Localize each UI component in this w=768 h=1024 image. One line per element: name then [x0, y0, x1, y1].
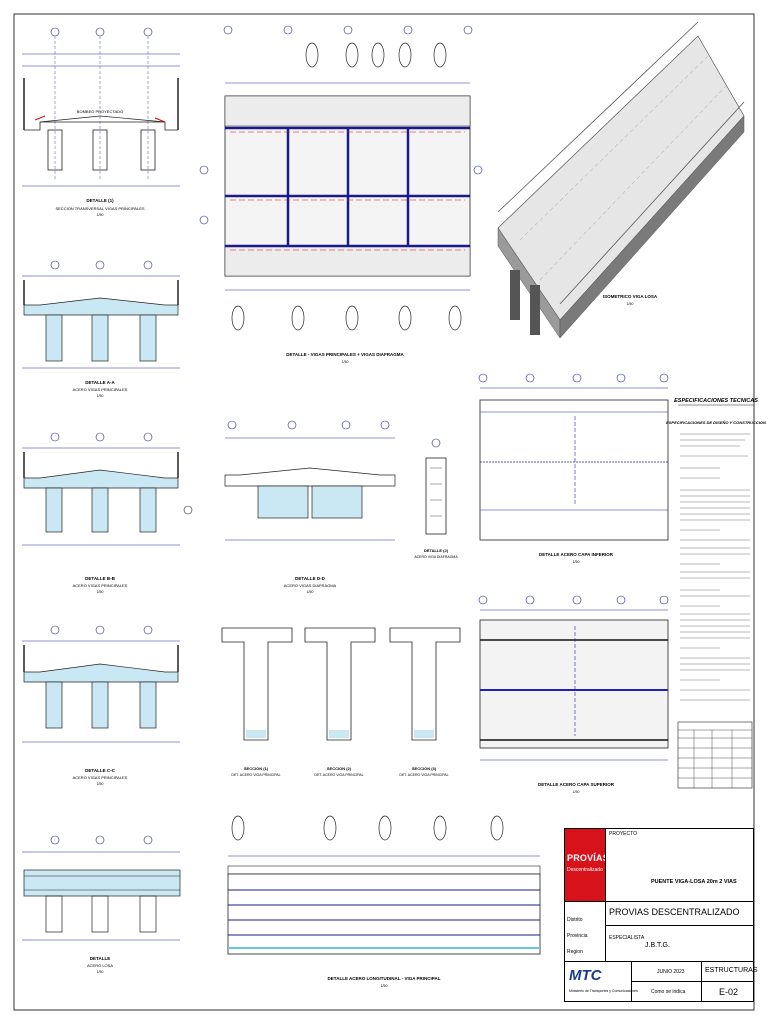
sec2-subtitle: DET. ACERO VIGA PRINCIPAL: [314, 773, 363, 777]
detail-1-scale: 1/50: [97, 213, 104, 217]
detail-losa-scale: 1/50: [97, 970, 104, 974]
plan-vigas-principales: DETALLE - VIGAS PRINCIPALES + VIGAS DIAF…: [199, 25, 483, 364]
detail-1-cross-section: BOMBEO PROYECTADO DETALLE (1) SECCION TR…: [22, 27, 180, 217]
sec3-title: SECCION (3): [412, 766, 437, 771]
detail-1-subtitle: SECCION TRANSVERSAL VIGAS PRINCIPALES: [55, 206, 144, 211]
escala: Como se indica: [651, 989, 686, 995]
detail-1-top-label: BOMBEO PROYECTADO: [77, 109, 123, 114]
detail-diafragma-small: DETALLE (2) ACERO VIGA DIAFRAGMA: [414, 438, 458, 559]
sec2-title: SECCION (2): [327, 766, 352, 771]
detail-losa: DETALLE ACERO LOSA 1/50: [22, 835, 181, 974]
diaph-title: DETALLE D-D: [295, 576, 325, 581]
long-title: DETALLE ACERO LONGITUDINAL - VIGA PRINCI…: [328, 976, 441, 981]
detail-longitudinal: DETALLE ACERO LONGITUDINAL - VIGA PRINCI…: [227, 815, 541, 988]
discipline: ESTRUCTURAS: [705, 967, 758, 974]
specs-panel: ESPECIFICACIONES TECNICAS ESPECIFICACION…: [666, 398, 766, 789]
inferior-scale: 1/50: [573, 560, 580, 564]
sec1-subtitle: DET. ACERO VIGA PRINCIPAL: [231, 773, 280, 777]
detail-b-b-subtitle: ACERO VIGAS PRINCIPALES: [73, 583, 128, 588]
especialista-name: J.B.T.G.: [645, 942, 670, 949]
isometric-view: ISOMETRICO VIGA LOSA 1/50: [497, 21, 745, 339]
plan-title: DETALLE - VIGAS PRINCIPALES + VIGAS DIAF…: [286, 352, 404, 357]
iso-scale: 1/50: [627, 302, 634, 306]
title-block: PROVÍAS Descentralizado PROYECTO PUENTE …: [564, 828, 758, 1002]
diaph-subtitle: ACERO VIGAS DIAFRAGMA: [284, 583, 337, 588]
sec3-subtitle: DET. ACERO VIGA PRINCIPAL: [399, 773, 448, 777]
project-name: PUENTE VIGA-LOSA 20m 2 VIAS: [651, 879, 737, 885]
specs-title: ESPECIFICACIONES TECNICAS: [674, 398, 758, 404]
proyecto-label: PROYECTO: [609, 831, 637, 837]
detail-losa-subtitle: ACERO LOSA: [87, 963, 113, 968]
detail-a-a: DETALLE A-A ACERO VIGAS PRINCIPALES 1/50: [22, 260, 180, 398]
row-label-provincia: Provincia: [567, 933, 588, 939]
detail-c-c-subtitle: ACERO VIGAS PRINCIPALES: [73, 775, 128, 780]
detail-capa-superior: DETALLE ACERO CAPA SUPERIOR 1/50: [478, 595, 669, 794]
plan-scale: 1/50: [342, 360, 349, 364]
mtc-logo-text: MTC: [569, 967, 602, 984]
row-label-region: Region: [567, 949, 583, 955]
sheet-number: E-02: [719, 987, 739, 997]
detail-c-c-title: DETALLE C-C: [85, 768, 115, 773]
diaph-scale: 1/50: [307, 590, 314, 594]
detail-a-a-subtitle: ACERO VIGAS PRINCIPALES: [73, 387, 128, 392]
superior-title: DETALLE ACERO CAPA SUPERIOR: [538, 782, 615, 787]
detail-b-b: DETALLE B-B ACERO VIGAS PRINCIPALES 1/50: [22, 432, 193, 594]
diaph-small-title: DETALLE (2): [424, 548, 449, 553]
detail-a-a-scale: 1/50: [97, 394, 104, 398]
inferior-title: DETALLE ACERO CAPA INFERIOR: [539, 552, 614, 557]
fecha: JUNIO 2023: [657, 969, 685, 975]
long-scale: 1/50: [381, 984, 388, 988]
detail-capa-inferior: DETALLE ACERO CAPA INFERIOR 1/50: [478, 373, 669, 564]
detail-b-b-title: DETALLE B-B: [85, 576, 115, 581]
especialista-label: ESPECIALISTA: [609, 935, 645, 941]
detail-losa-title: DETALLE: [90, 956, 110, 961]
mtc-logo: MTC Ministerio de Transportes y Comunica…: [567, 967, 638, 999]
specs-subtitle: ESPECIFICACIONES DE DISEÑO Y CONSTRUCCIO…: [666, 420, 766, 425]
detail-a-a-title: DETALLE A-A: [85, 380, 115, 385]
provias-logo: PROVÍAS Descentralizado: [565, 829, 609, 901]
provias-logo-text: PROVÍAS: [567, 853, 609, 863]
provias-logo-subtext: Descentralizado: [567, 867, 603, 873]
diaph-small-subtitle: ACERO VIGA DIAFRAGMA: [414, 555, 458, 559]
superior-scale: 1/50: [573, 790, 580, 794]
detail-b-b-scale: 1/50: [97, 590, 104, 594]
iso-title: ISOMETRICO VIGA LOSA: [603, 294, 658, 299]
mtc-logo-subtext: Ministerio de Transportes y Comunicacion…: [569, 989, 638, 993]
sections-vigas: SECCION (1) DET. ACERO VIGA PRINCIPAL SE…: [221, 627, 461, 777]
row-label-distrito: Distrito: [567, 917, 583, 923]
sec1-title: SECCION (1): [244, 766, 269, 771]
detail-c-c: DETALLE C-C ACERO VIGAS PRINCIPALES 1/50: [22, 625, 180, 786]
entity-name: PROVIAS DESCENTRALIZADO: [609, 907, 740, 917]
detail-c-c-scale: 1/50: [97, 782, 104, 786]
detail-1-title: DETALLE (1): [86, 198, 114, 203]
detail-diafragma: DETALLE D-D ACERO VIGAS DIAFRAGMA 1/50: [224, 420, 396, 594]
